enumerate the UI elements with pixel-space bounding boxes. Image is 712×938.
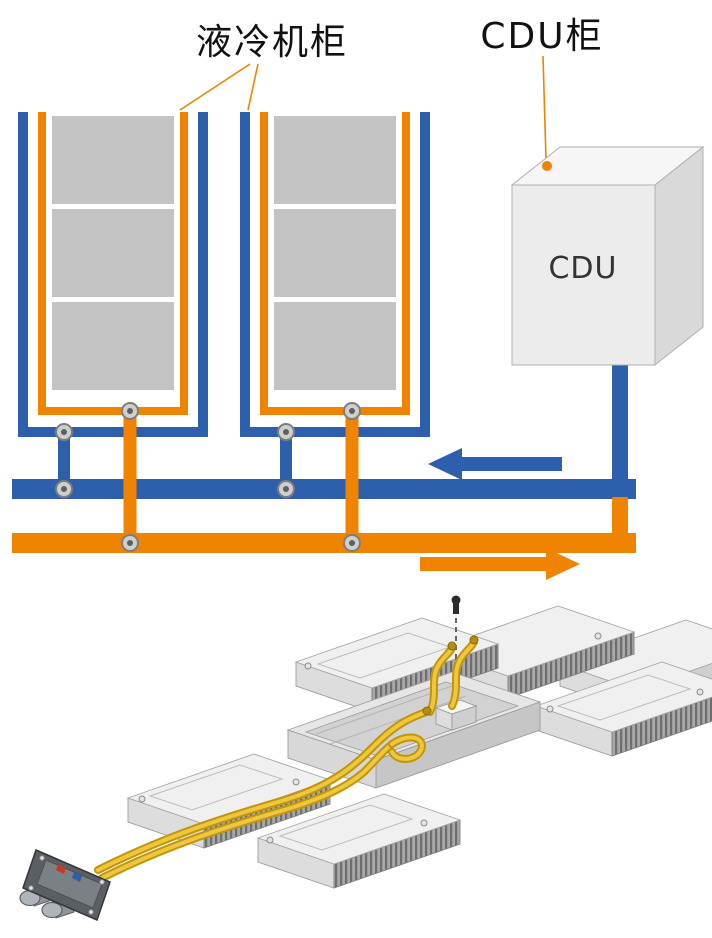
- server-node: [52, 116, 174, 204]
- joint-node: [55, 480, 73, 498]
- rack-1-blue-loop: [18, 112, 208, 437]
- server-node: [274, 209, 396, 297]
- bulkhead-connector: [19, 848, 111, 922]
- hot-mark: [56, 864, 66, 874]
- rack-2-blue-loop: [240, 112, 430, 437]
- cdu-callout-dot: [542, 161, 552, 171]
- rack-callout-leaders: [179, 63, 259, 111]
- tray-end-face: [287, 729, 377, 789]
- connector-port-cap: [41, 901, 63, 919]
- joint-node: [343, 402, 361, 420]
- joint-node: [121, 402, 139, 420]
- rack-1: [18, 112, 208, 437]
- cdu-callout-leader: [542, 55, 547, 161]
- coolant-tubes: [94, 635, 479, 882]
- server-node: [274, 116, 396, 204]
- rack-1-orange-loop: [38, 112, 188, 415]
- cooling-schematic: 液冷机柜 CDU柜: [12, 16, 705, 580]
- rack-callout-label: 液冷机柜: [196, 22, 348, 63]
- quick-coupling-block: [434, 699, 478, 731]
- server-node: [274, 302, 396, 390]
- joint-node: [277, 480, 295, 498]
- joint-node: [343, 534, 361, 552]
- rack-2: [240, 112, 430, 437]
- joint-node: [55, 423, 73, 441]
- cold-mark: [72, 872, 82, 882]
- blade-module: [534, 661, 712, 757]
- cdu-box: CDU: [510, 145, 705, 367]
- pipe-joints: [55, 402, 361, 552]
- blade-module: [256, 793, 462, 889]
- tube-fitting: [469, 635, 479, 645]
- cold-plate-assembly: [19, 595, 712, 922]
- insertion-guide: [434, 595, 478, 731]
- joint-node: [277, 423, 295, 441]
- cdu-side-face: [654, 145, 704, 367]
- server-node: [52, 209, 174, 297]
- return-flow-arrow-left: [428, 448, 562, 480]
- tube-fitting: [447, 641, 457, 651]
- connector-plate: [36, 859, 103, 909]
- supply-flow-arrow-right: [420, 548, 580, 580]
- server-node: [52, 302, 174, 390]
- cdu-callout-label: CDU柜: [480, 16, 603, 57]
- rack-2-orange-loop: [260, 112, 410, 415]
- cdu-box-label: CDU: [548, 251, 617, 286]
- cdu-front-face: [511, 184, 656, 366]
- tube-fitting: [422, 706, 432, 716]
- joint-node: [121, 534, 139, 552]
- screw-shaft: [453, 600, 459, 614]
